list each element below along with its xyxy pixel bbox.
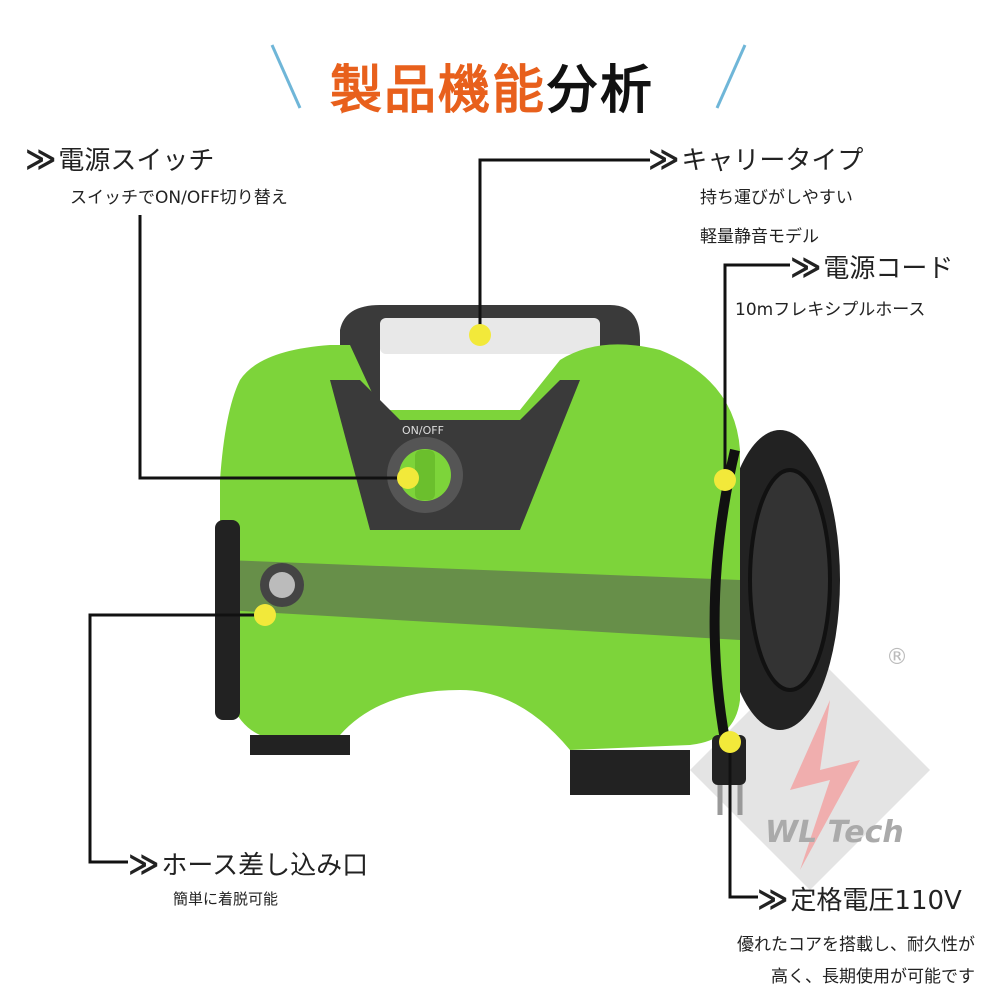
lightning-icon — [790, 700, 860, 870]
leader-carry — [478, 158, 650, 335]
marker-dot — [469, 324, 491, 346]
machine-body — [220, 344, 740, 750]
callout-rated-voltage-desc-2: 高く、長期使用が可能です — [771, 967, 975, 987]
leader-voltage — [728, 742, 758, 899]
callout-carry-type: ≫キャリータイプ 持ち運びがしやすい 軽量静音モデル — [648, 142, 864, 247]
marker-dot — [714, 469, 736, 491]
callout-rated-voltage: ≫定格電圧110V — [757, 882, 962, 917]
callout-power-switch: ≫電源スイッチ スイッチでON/OFF切り替え — [25, 142, 288, 208]
leader-cord — [723, 263, 790, 480]
callout-hose-inlet: ≫ホース差し込み口 簡単に着脱可能 — [128, 847, 369, 908]
chevron-icon: ≫ — [25, 142, 57, 177]
leader-power-switch — [138, 215, 408, 480]
leader-hose — [88, 613, 265, 864]
marker-dot — [719, 731, 741, 753]
chevron-icon: ≫ — [648, 142, 680, 177]
marker-dot — [254, 604, 276, 626]
callout-power-cord: ≫電源コード — [790, 250, 954, 285]
chevron-icon: ≫ — [790, 250, 822, 285]
switch-label: ON/OFF — [402, 424, 444, 437]
chevron-icon: ≫ — [757, 882, 789, 917]
registered-mark: ® — [886, 645, 908, 670]
page-title: 製品機能分析 — [330, 61, 655, 121]
marker-dot — [397, 467, 419, 489]
title-slash-right — [715, 44, 747, 109]
chevron-icon: ≫ — [128, 847, 160, 882]
title-slash-left — [270, 44, 302, 109]
watermark-text: WL Tech — [765, 815, 904, 850]
callout-rated-voltage-desc-1: 優れたコアを搭載し、耐久性が — [737, 935, 975, 955]
callout-power-cord-desc: 10mフレキシプルホース — [735, 300, 926, 320]
